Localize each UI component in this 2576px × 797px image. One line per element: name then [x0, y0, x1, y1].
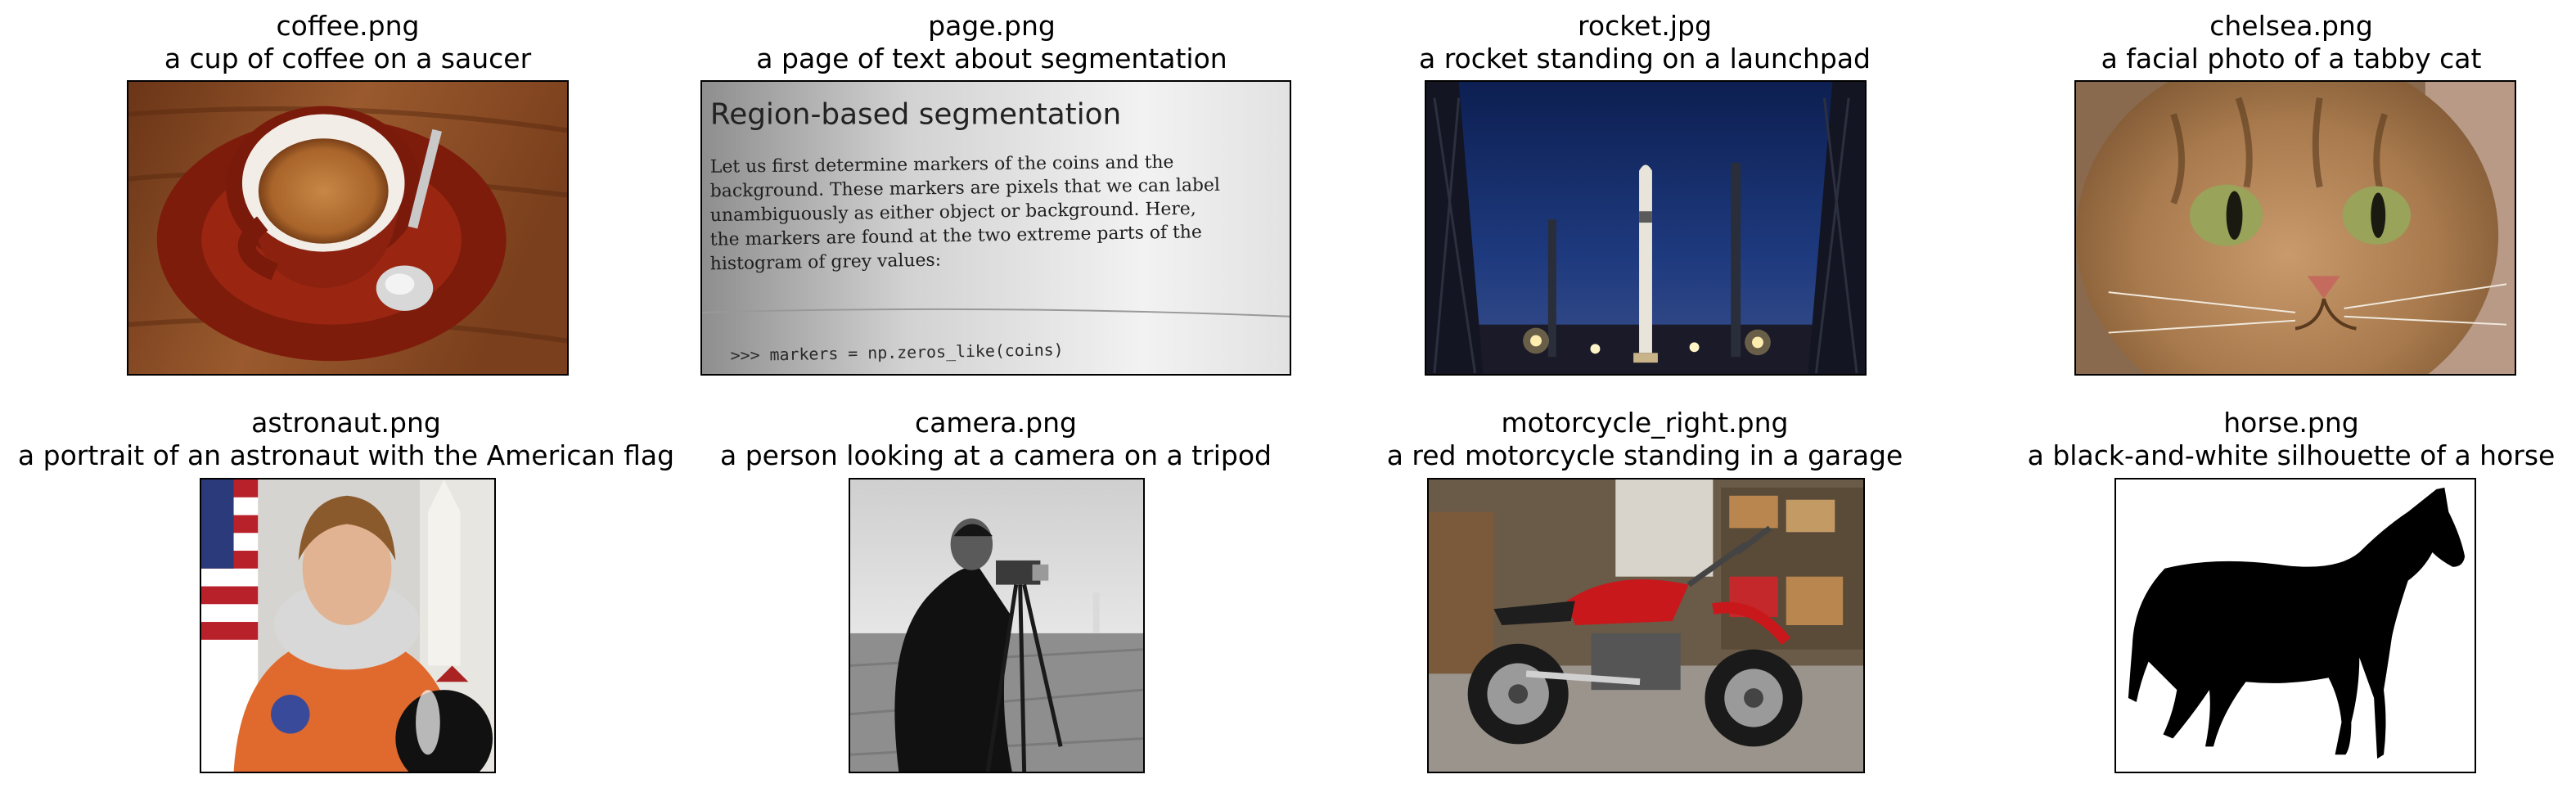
astronaut-image — [200, 478, 496, 773]
filename-rocket: rocket.jpg — [1578, 10, 1712, 42]
page-line-1: Let us first determine markers of the co… — [710, 152, 1174, 178]
description-rocket: a rocket standing on a launchpad — [1419, 43, 1871, 74]
page-image: Region-based segmentation Let us first d… — [700, 80, 1291, 376]
description-camera: a person looking at a camera on a tripod — [719, 439, 1272, 471]
page-heading: Region-based segmentation — [710, 98, 1121, 132]
caption-rocket: rocket.jpg a rocket standing on a launch… — [1317, 10, 1972, 75]
description-page: a page of text about segmentation — [756, 43, 1227, 74]
description-motorcycle: a red motorcycle standing in a garage — [1386, 439, 1903, 471]
caption-page: page.png a page of text about segmentati… — [664, 10, 1319, 75]
filename-coffee: coffee.png — [276, 10, 420, 42]
caption-astronaut: astronaut.png a portrait of an astronaut… — [0, 407, 694, 472]
rocket-image — [1425, 80, 1867, 376]
caption-horse: horse.png a black-and-white silhouette o… — [1964, 407, 2576, 472]
caption-camera: camera.png a person looking at a camera … — [664, 407, 1327, 472]
filename-page: page.png — [928, 10, 1056, 42]
filename-horse: horse.png — [2223, 407, 2359, 439]
page-line-5: histogram of grey values: — [710, 250, 942, 275]
chelsea-image — [2074, 80, 2516, 376]
camera-image — [849, 478, 1145, 773]
caption-chelsea: chelsea.png a facial photo of a tabby ca… — [1964, 10, 2576, 75]
filename-chelsea: chelsea.png — [2209, 10, 2373, 42]
motorcycle-image — [1427, 478, 1865, 773]
description-coffee: a cup of coffee on a saucer — [164, 43, 532, 74]
coffee-image — [127, 80, 569, 376]
caption-motorcycle: motorcycle_right.png a red motorcycle st… — [1317, 407, 1972, 472]
description-horse: a black-and-white silhouette of a horse — [2027, 439, 2556, 471]
horse-image — [2114, 478, 2476, 773]
description-chelsea: a facial photo of a tabby cat — [2101, 43, 2482, 74]
caption-coffee: coffee.png a cup of coffee on a saucer — [0, 10, 696, 75]
filename-motorcycle: motorcycle_right.png — [1501, 407, 1789, 439]
filename-astronaut: astronaut.png — [251, 407, 441, 439]
description-astronaut: a portrait of an astronaut with the Amer… — [17, 439, 675, 471]
filename-camera: camera.png — [915, 407, 1077, 439]
